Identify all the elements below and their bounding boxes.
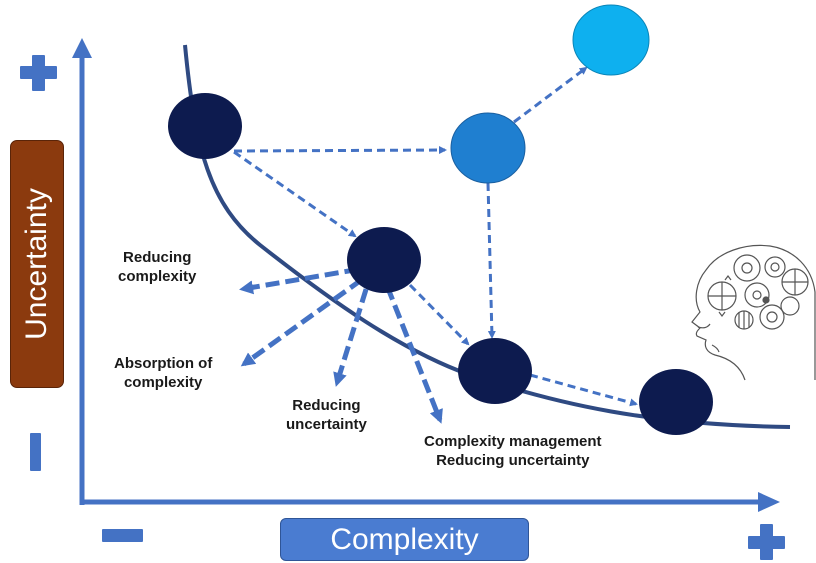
x-axis bbox=[80, 492, 780, 512]
node-top-left bbox=[168, 93, 242, 159]
arrow-absorption bbox=[240, 265, 380, 367]
connector-arrows bbox=[233, 66, 638, 407]
nodes bbox=[168, 4, 713, 435]
arrow-n1-n2 bbox=[233, 150, 357, 238]
arrow-n2-n3 bbox=[408, 283, 470, 346]
label-reducing-complexity: Reducing complexity bbox=[118, 248, 196, 286]
x-minus-sign bbox=[102, 529, 143, 542]
label-line: Absorption of bbox=[114, 355, 213, 372]
tradeoff-curve bbox=[183, 44, 791, 429]
arrow-n3-n4 bbox=[529, 373, 638, 407]
arrow-n1-n6 bbox=[233, 146, 447, 155]
label-complexity-management: Complexity management Reducing uncertain… bbox=[424, 432, 602, 470]
label-line: Reducing bbox=[123, 249, 192, 266]
arrow-n6-n7 bbox=[513, 66, 588, 124]
node-light-blue bbox=[572, 4, 650, 76]
x-axis-label-text: Complexity bbox=[330, 522, 479, 556]
y-axis-label: Uncertainty bbox=[10, 140, 64, 388]
y-axis bbox=[72, 38, 92, 505]
label-reducing-uncertainty: Reducing uncertainty bbox=[286, 396, 367, 434]
label-line: complexity bbox=[118, 268, 197, 285]
x-plus-sign bbox=[748, 524, 785, 560]
label-absorption-of-complexity: Absorption of complexity bbox=[114, 354, 212, 392]
y-minus-sign bbox=[30, 433, 41, 471]
node-bottom-right bbox=[639, 369, 713, 435]
arrow-n6-n3 bbox=[486, 182, 496, 339]
label-line: Reducing bbox=[292, 397, 361, 414]
y-plus-sign bbox=[20, 55, 57, 91]
node-mid-curve bbox=[347, 227, 421, 293]
head-with-gears-icon bbox=[691, 244, 816, 381]
y-axis-label-text: Uncertainty bbox=[20, 188, 53, 340]
label-line: uncertainty bbox=[286, 416, 367, 433]
label-line: complexity bbox=[123, 374, 203, 391]
x-axis-label: Complexity bbox=[280, 518, 529, 561]
node-mid-blue bbox=[450, 112, 526, 184]
arrow-complexity-management bbox=[377, 267, 443, 424]
label-line: Reducing uncertainty bbox=[436, 452, 590, 469]
node-lower-mid bbox=[458, 338, 532, 404]
label-line: Complexity management bbox=[424, 433, 602, 450]
